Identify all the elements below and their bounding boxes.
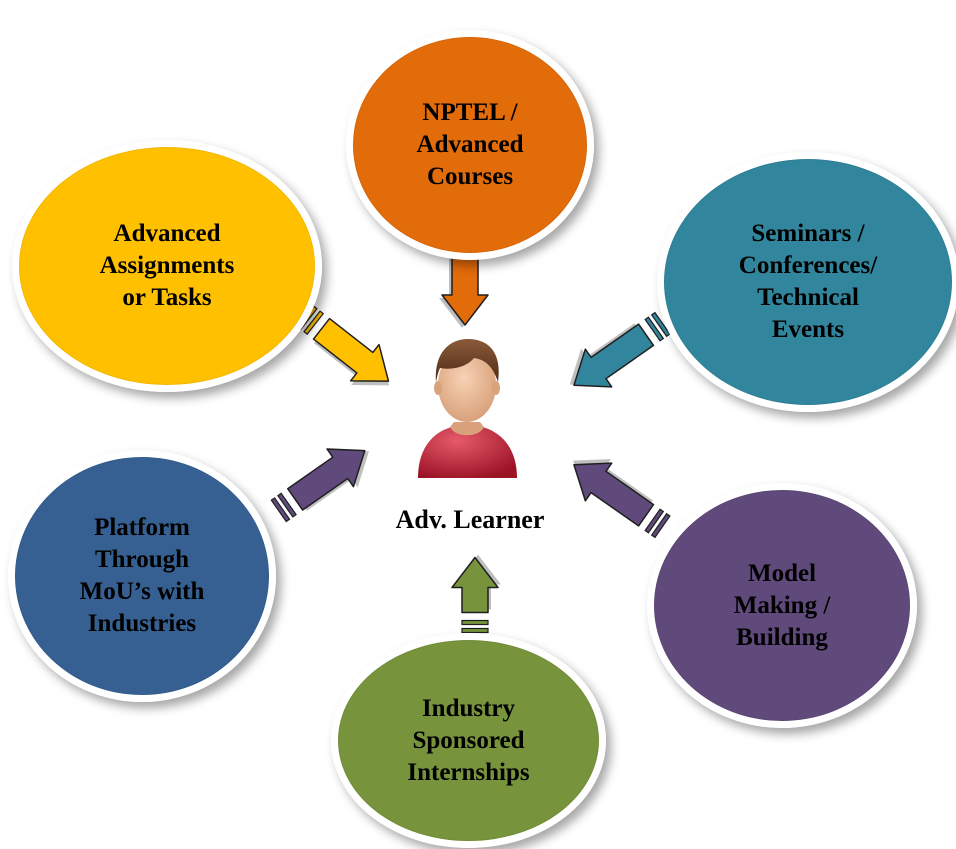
node-model-making: Model Making / Building <box>647 483 917 728</box>
node-nptel-label: NPTEL / Advanced Courses <box>416 99 524 190</box>
center-label: Adv. Learner <box>395 505 545 534</box>
node-model-making-label: Model Making / Building <box>733 559 831 651</box>
person-icon <box>418 338 517 478</box>
node-industry-internships: Industry Sponsored Internships <box>331 633 606 848</box>
arrow-from-industry <box>451 554 501 634</box>
arrow-from-platform <box>270 448 369 523</box>
node-seminars: Seminars / Conferences/ Technical Events <box>657 152 956 412</box>
node-advanced-assignments-label: Advanced Assignments or Tasks <box>99 220 235 311</box>
arrow-from-model <box>573 458 671 539</box>
node-industry-internships-label: Industry Sponsored Internships <box>407 694 530 786</box>
node-platform-mou-label: Platform Through MoU’s with Industries <box>79 514 205 637</box>
arrow-from-seminar <box>569 311 671 388</box>
node-platform-mou: Platform Through MoU’s with Industries <box>8 450 276 702</box>
node-advanced-assignments: Advanced Assignments or Tasks <box>12 140 322 392</box>
node-nptel: NPTEL / Advanced Courses <box>346 30 594 260</box>
node-seminars-label: Seminars / Conferences/ Technical Events <box>738 220 878 343</box>
